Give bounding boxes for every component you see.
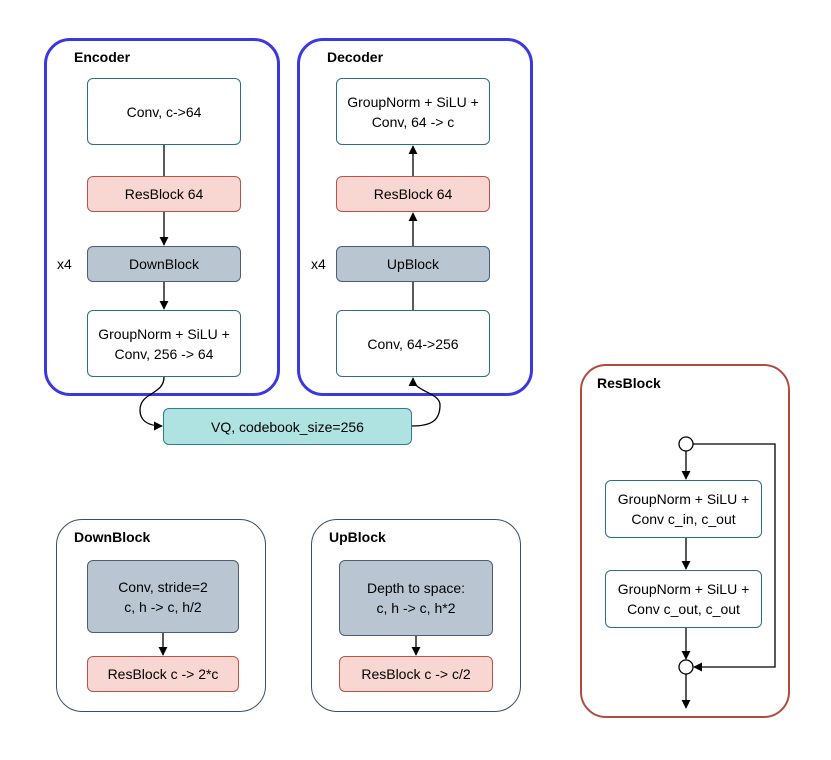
resblock-layer-2: GroupNorm + SiLU + Conv c_out, c_out: [605, 570, 762, 628]
downblock-definition-title: DownBlock: [74, 529, 151, 545]
resblock-definition-group: ResBlock: [580, 364, 790, 718]
encoder-repeat-label: x4: [57, 256, 72, 272]
downblock-conv-stride: Conv, stride=2 c, h -> c, h/2: [87, 560, 239, 633]
upblock-definition-title: UpBlock: [329, 529, 386, 545]
decoder-title: Decoder: [327, 49, 384, 65]
decoder-repeat-label: x4: [311, 256, 326, 272]
encoder-title: Encoder: [74, 49, 131, 65]
resblock-layer-1: GroupNorm + SiLU + Conv c_in, c_out: [605, 480, 762, 538]
encoder-resblock: ResBlock 64: [87, 176, 241, 212]
encoder-norm-out: GroupNorm + SiLU + Conv, 256 -> 64: [87, 310, 241, 377]
decoder-resblock: ResBlock 64: [336, 176, 490, 212]
decoder-norm-out: GroupNorm + SiLU + Conv, 64 -> c: [336, 78, 490, 145]
decoder-upblock: UpBlock: [336, 246, 490, 282]
upblock-resblock: ResBlock c -> c/2: [339, 656, 493, 692]
decoder-conv-in: Conv, 64->256: [336, 310, 490, 377]
vq-box: VQ, codebook_size=256: [163, 408, 412, 445]
upblock-depth-to-space: Depth to space: c, h -> c, h*2: [339, 560, 493, 636]
encoder-downblock: DownBlock: [87, 246, 241, 282]
resblock-definition-title: ResBlock: [597, 375, 661, 391]
downblock-resblock: ResBlock c -> 2*c: [87, 656, 239, 692]
encoder-conv-in: Conv, c->64: [87, 78, 241, 145]
